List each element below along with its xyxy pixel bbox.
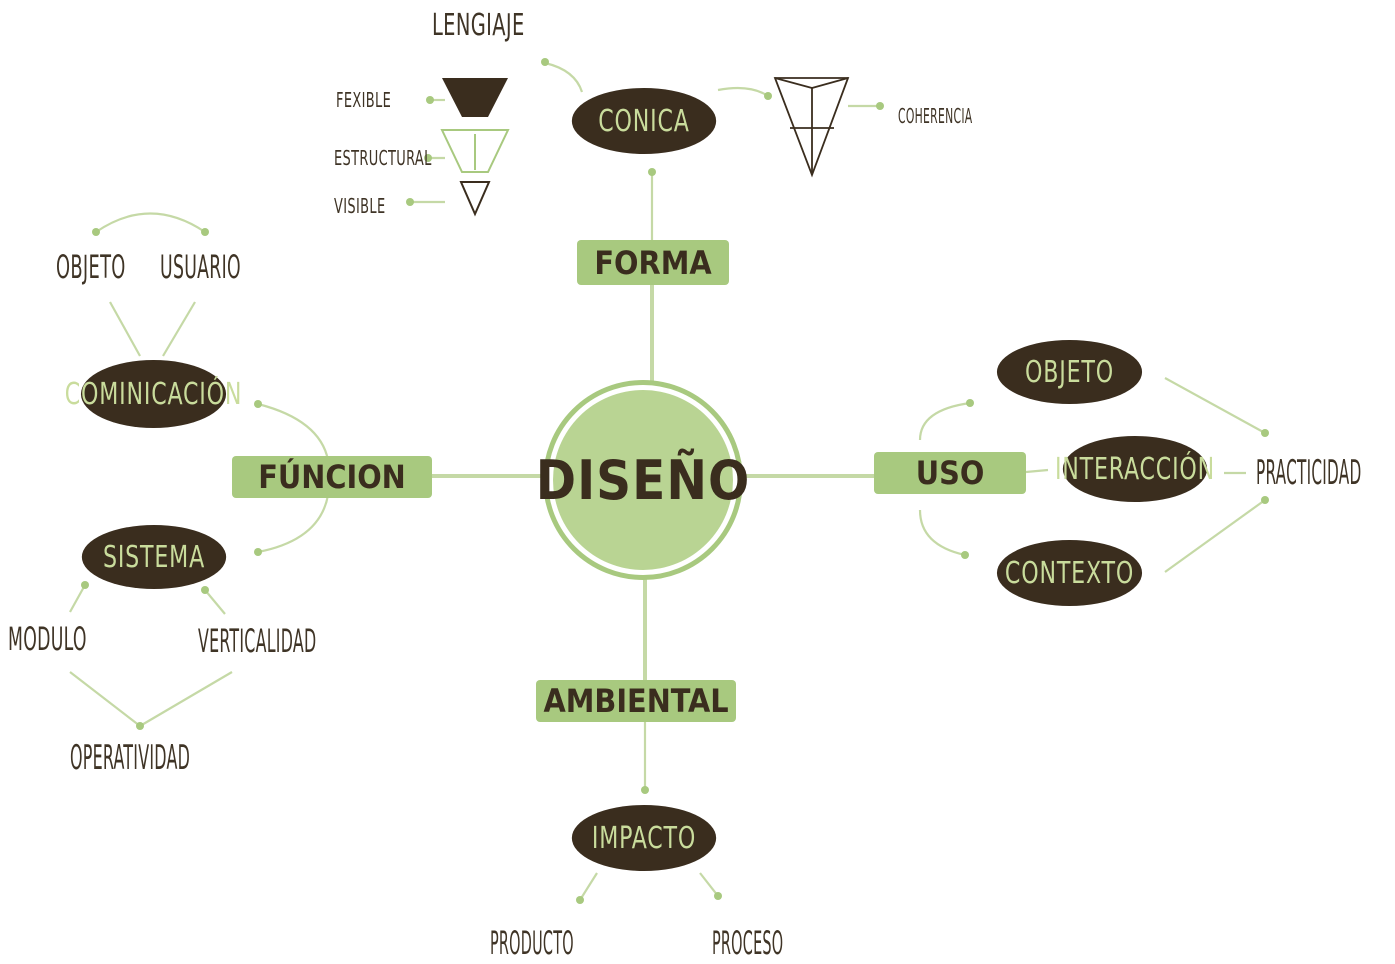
lenguaje-label: LENGIAJE	[432, 8, 525, 43]
center-label: DISEÑO	[536, 390, 749, 570]
usuario-label: USUARIO	[160, 248, 241, 286]
funcion-box: FÚNCION	[232, 456, 432, 498]
modulo-label: MODULO	[8, 620, 87, 658]
proceso-label: PROCESO	[712, 924, 784, 962]
coherencia-label: COHERENCIA	[898, 104, 973, 128]
verticalidad-label: VERTICALIDAD	[198, 622, 317, 660]
practicidad-label: PRACTICIDAD	[1256, 453, 1362, 493]
fexible-label: FEXIBLE	[336, 88, 392, 112]
forma-box: FORMA	[577, 240, 729, 285]
interaccion-label: INTERACCIÓN	[1054, 451, 1216, 487]
visible-label: VISIBLE	[334, 194, 386, 218]
cone-outline-green-icon	[440, 129, 510, 173]
uso-box: USO	[874, 452, 1026, 494]
objeto-label: OBJETO	[56, 248, 126, 286]
cone-filled-icon	[442, 78, 508, 117]
pyramid-icon	[773, 77, 850, 178]
uso-objeto-label: OBJETO	[1025, 354, 1114, 390]
operatividad-label: OPERATIVIDAD	[70, 738, 191, 778]
interaccion-oval: INTERACCIÓN	[1055, 436, 1214, 502]
uso-objeto-oval: OBJETO	[996, 340, 1143, 404]
cone-small-icon	[459, 181, 491, 217]
ambiental-box: AMBIENTAL	[536, 680, 736, 722]
sistema-label: SISTEMA	[102, 539, 206, 575]
producto-label: PRODUCTO	[490, 924, 574, 962]
conica-label: CONICA	[598, 103, 690, 139]
impacto-label: IMPACTO	[591, 820, 697, 856]
comunicacion-label: COMINICACIÓN	[64, 376, 243, 412]
estructural-label: ESTRUCTURAL	[334, 146, 432, 170]
impacto-oval: IMPACTO	[571, 805, 717, 871]
conica-oval: CONICA	[571, 88, 717, 154]
contexto-label: CONTEXTO	[1004, 555, 1135, 591]
contexto-oval: CONTEXTO	[996, 540, 1143, 606]
comunicacion-oval: COMINICACIÓN	[65, 360, 241, 428]
center-node: DISEÑO	[536, 380, 749, 580]
sistema-oval: SISTEMA	[81, 525, 227, 589]
